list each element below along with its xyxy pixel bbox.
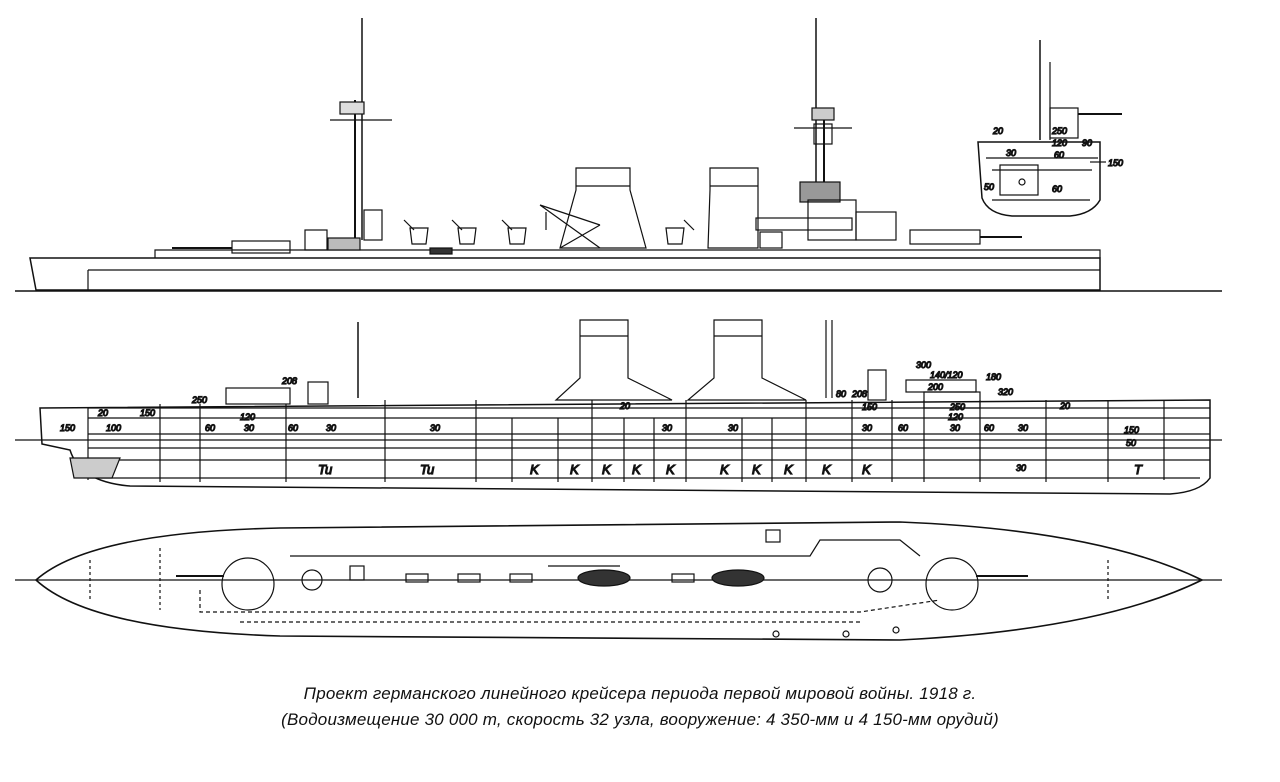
main-deck (154, 249, 1101, 258)
caption-specs: (Водоизмещение 30 000 т, скорость 32 узл… (281, 710, 999, 729)
aft-bridge (799, 181, 841, 203)
armor-label-30c: 30 (430, 423, 440, 433)
armor-label-250a: 250 (191, 395, 207, 405)
secondary-gun-4 (665, 227, 685, 245)
armor-label-120b: 120 (948, 412, 963, 422)
plan-funnel-2 (711, 569, 765, 587)
armor-label-300: 300 (916, 360, 931, 370)
deck-outline (34, 521, 1204, 641)
boat-crane (539, 204, 601, 249)
armor-profile: 150 20 150 100 250 120 60 30 60 30 208 2… (15, 319, 1222, 495)
side-profile (15, 18, 1222, 292)
armor-label-150d: 150 (1124, 425, 1139, 435)
compartment-k-8: K (784, 462, 794, 477)
armor-label-320: 320 (998, 387, 1013, 397)
turret-d (909, 229, 981, 245)
armor-label-208a: 208 (281, 376, 297, 386)
fore-bridge (363, 209, 383, 241)
armor-label-150c: 150 (862, 402, 877, 412)
armor-label-30d: 30 (662, 423, 672, 433)
armor-label-60c: 60 (898, 423, 908, 433)
compartment-t: T (1134, 462, 1143, 477)
midship-section: 20 250 120 90 30 60 150 50 60 (977, 40, 1124, 217)
plan-turret-a (221, 557, 275, 611)
armor-label-120a: 120 (240, 412, 255, 422)
armor-label-250b: 250 (949, 402, 965, 412)
secondary-gun-1 (409, 227, 429, 245)
armor-label-60a: 60 (205, 423, 215, 433)
armor-label-30g: 30 (950, 423, 960, 433)
armor-label-30b: 30 (326, 423, 336, 433)
armor-label-140-120: 140/120 (930, 370, 963, 380)
armor-funnel-2 (686, 319, 807, 401)
compartment-k-4: K (632, 462, 642, 477)
hull-profile (29, 257, 1101, 291)
armor-label-208b: 208 (851, 389, 867, 399)
caption-title: Проект германского линейного крейсера пе… (303, 684, 977, 703)
funnel-1 (559, 167, 647, 249)
armor-label-30i: 30 (1016, 463, 1026, 473)
armor-label-30h: 30 (1018, 423, 1028, 433)
secondary-gun-2 (457, 227, 477, 245)
armor-label-20b: 20 (619, 401, 630, 411)
compartment-k-10: K (862, 462, 872, 477)
armor-label-200: 200 (927, 382, 943, 392)
secondary-gun-3 (507, 227, 527, 245)
plan-funnel-1 (577, 569, 631, 587)
funnel-2 (707, 167, 759, 249)
section-label-150: 150 (1108, 158, 1123, 168)
turret-a (231, 240, 291, 254)
armor-funnel-1 (554, 319, 673, 401)
section-label-60b: 60 (1052, 184, 1062, 194)
armor-label-30a: 30 (244, 423, 254, 433)
plan-turret-d (925, 557, 979, 611)
compartment-k-9: K (822, 462, 832, 477)
armor-label-80: 80 (836, 389, 846, 399)
fore-top (339, 101, 365, 115)
compartment-k-2: K (570, 462, 580, 477)
compartment-tu-2: Tu (420, 462, 434, 477)
compartment-k-6: K (720, 462, 730, 477)
armor-label-20c: 20 (1059, 401, 1070, 411)
armor-label-150a: 150 (60, 423, 75, 433)
armor-label-60b: 60 (288, 423, 298, 433)
deck-plan (15, 521, 1222, 641)
armor-label-150b: 150 (140, 408, 155, 418)
section-label-60: 60 (1054, 150, 1064, 160)
compartment-k-1: K (530, 462, 540, 477)
armor-label-30e: 30 (728, 423, 738, 433)
armor-label-180: 180 (986, 372, 1001, 382)
section-label-250: 250 (1051, 126, 1067, 136)
armor-hull (39, 399, 1211, 495)
armor-label-20a: 20 (97, 408, 108, 418)
armor-label-50: 50 (1126, 438, 1136, 448)
section-label-50: 50 (984, 182, 994, 192)
compartment-k-3: K (602, 462, 612, 477)
section-label-90: 90 (1082, 138, 1092, 148)
armor-label-60d: 60 (984, 423, 994, 433)
section-label-120: 120 (1052, 138, 1067, 148)
armor-label-30f: 30 (862, 423, 872, 433)
armor-label-100: 100 (106, 423, 121, 433)
compartment-k-7: K (752, 462, 762, 477)
section-label-30: 30 (1006, 148, 1016, 158)
section-label-20: 20 (992, 126, 1003, 136)
compartment-k-5: K (666, 462, 676, 477)
compartment-tu-1: Tu (318, 462, 332, 477)
